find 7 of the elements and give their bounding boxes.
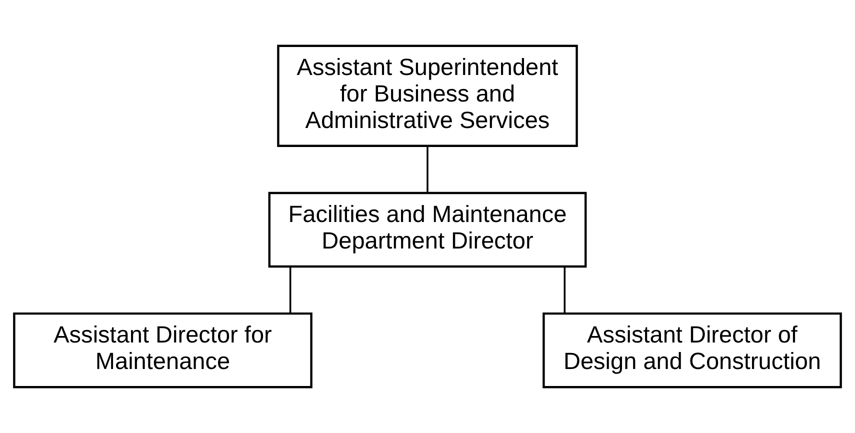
connector xyxy=(564,266,566,314)
connector xyxy=(426,146,428,193)
node-box: Assistant Director for Maintenance xyxy=(13,312,312,388)
node-box: Assistant Director of Design and Construction xyxy=(542,312,842,388)
connector xyxy=(289,266,292,314)
node-box: Facilities and Maintenance Department Director xyxy=(268,192,587,268)
node-box: Assistant Superintendent for Business and Administrative Services xyxy=(277,44,578,147)
